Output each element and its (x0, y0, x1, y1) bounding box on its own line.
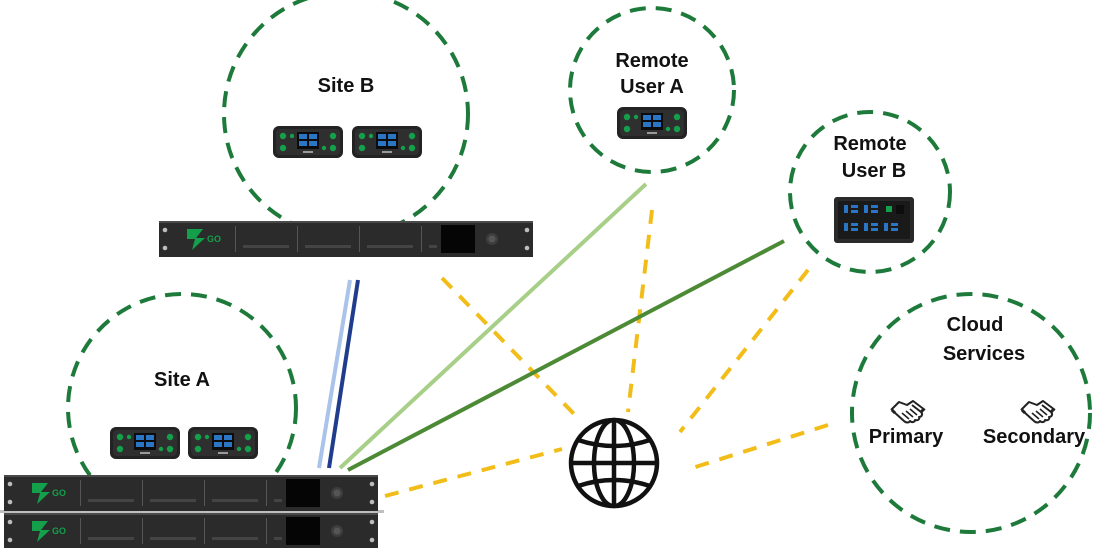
cloud-services-label-line1: Cloud (947, 314, 1004, 336)
remote-user-b-label-line2: User B (842, 160, 906, 182)
remote-user-a-group: Remote User A (568, 6, 736, 174)
site-a-rack-2[interactable] (4, 513, 378, 548)
internet-link-cloud (685, 423, 829, 472)
site-b-group: Site B (159, 0, 533, 257)
site-b-station-2[interactable] (352, 126, 422, 158)
globe-icon (568, 417, 660, 509)
site-a-label: Site A (154, 369, 210, 391)
remote-user-b-label-line1: Remote (833, 133, 906, 155)
internet-link-remote-user-b (678, 268, 810, 434)
remote-user-a-boundary (568, 6, 736, 174)
remote-user-a-label-line2: User A (620, 76, 684, 98)
remote-user-a-station[interactable] (617, 107, 687, 139)
site-b-label: Site B (318, 75, 375, 97)
direct-link-light-green (338, 182, 648, 470)
remote-user-b-boundary (788, 110, 952, 274)
internet-link-site-a (384, 447, 563, 498)
site-a-group: Site A (0, 292, 384, 548)
handshake-icon (1019, 399, 1057, 424)
site-link-light-blue (317, 279, 352, 469)
site-b-rack[interactable] (159, 221, 533, 257)
site-a-station-1[interactable] (110, 427, 180, 459)
direct-link-dark-green (347, 239, 785, 472)
site-a-rack-1[interactable] (4, 475, 378, 511)
internet-link-remote-user-a (626, 209, 654, 413)
site-b-boundary (222, 0, 470, 238)
cloud-services-group: Cloud Services Primary Secondary (850, 292, 1092, 534)
cloud-primary-label: Primary (869, 426, 944, 448)
remote-user-b-group: Remote User B (788, 110, 952, 274)
handshake-icon (889, 399, 927, 424)
internet-link-site-b (440, 276, 578, 418)
site-a-rack-divider (0, 510, 384, 513)
site-b-station-1[interactable] (273, 126, 343, 158)
cloud-services-boundary (850, 292, 1092, 534)
connection-links (317, 182, 829, 498)
site-a-boundary (66, 292, 298, 524)
remote-user-b-panel[interactable] (834, 197, 914, 243)
site-a-station-2[interactable] (188, 427, 258, 459)
cloud-secondary-label: Secondary (983, 426, 1086, 448)
cloud-services-label-line2: Services (943, 343, 1025, 365)
remote-user-a-label-line1: Remote (615, 50, 688, 72)
site-link-dark-blue (327, 279, 360, 469)
